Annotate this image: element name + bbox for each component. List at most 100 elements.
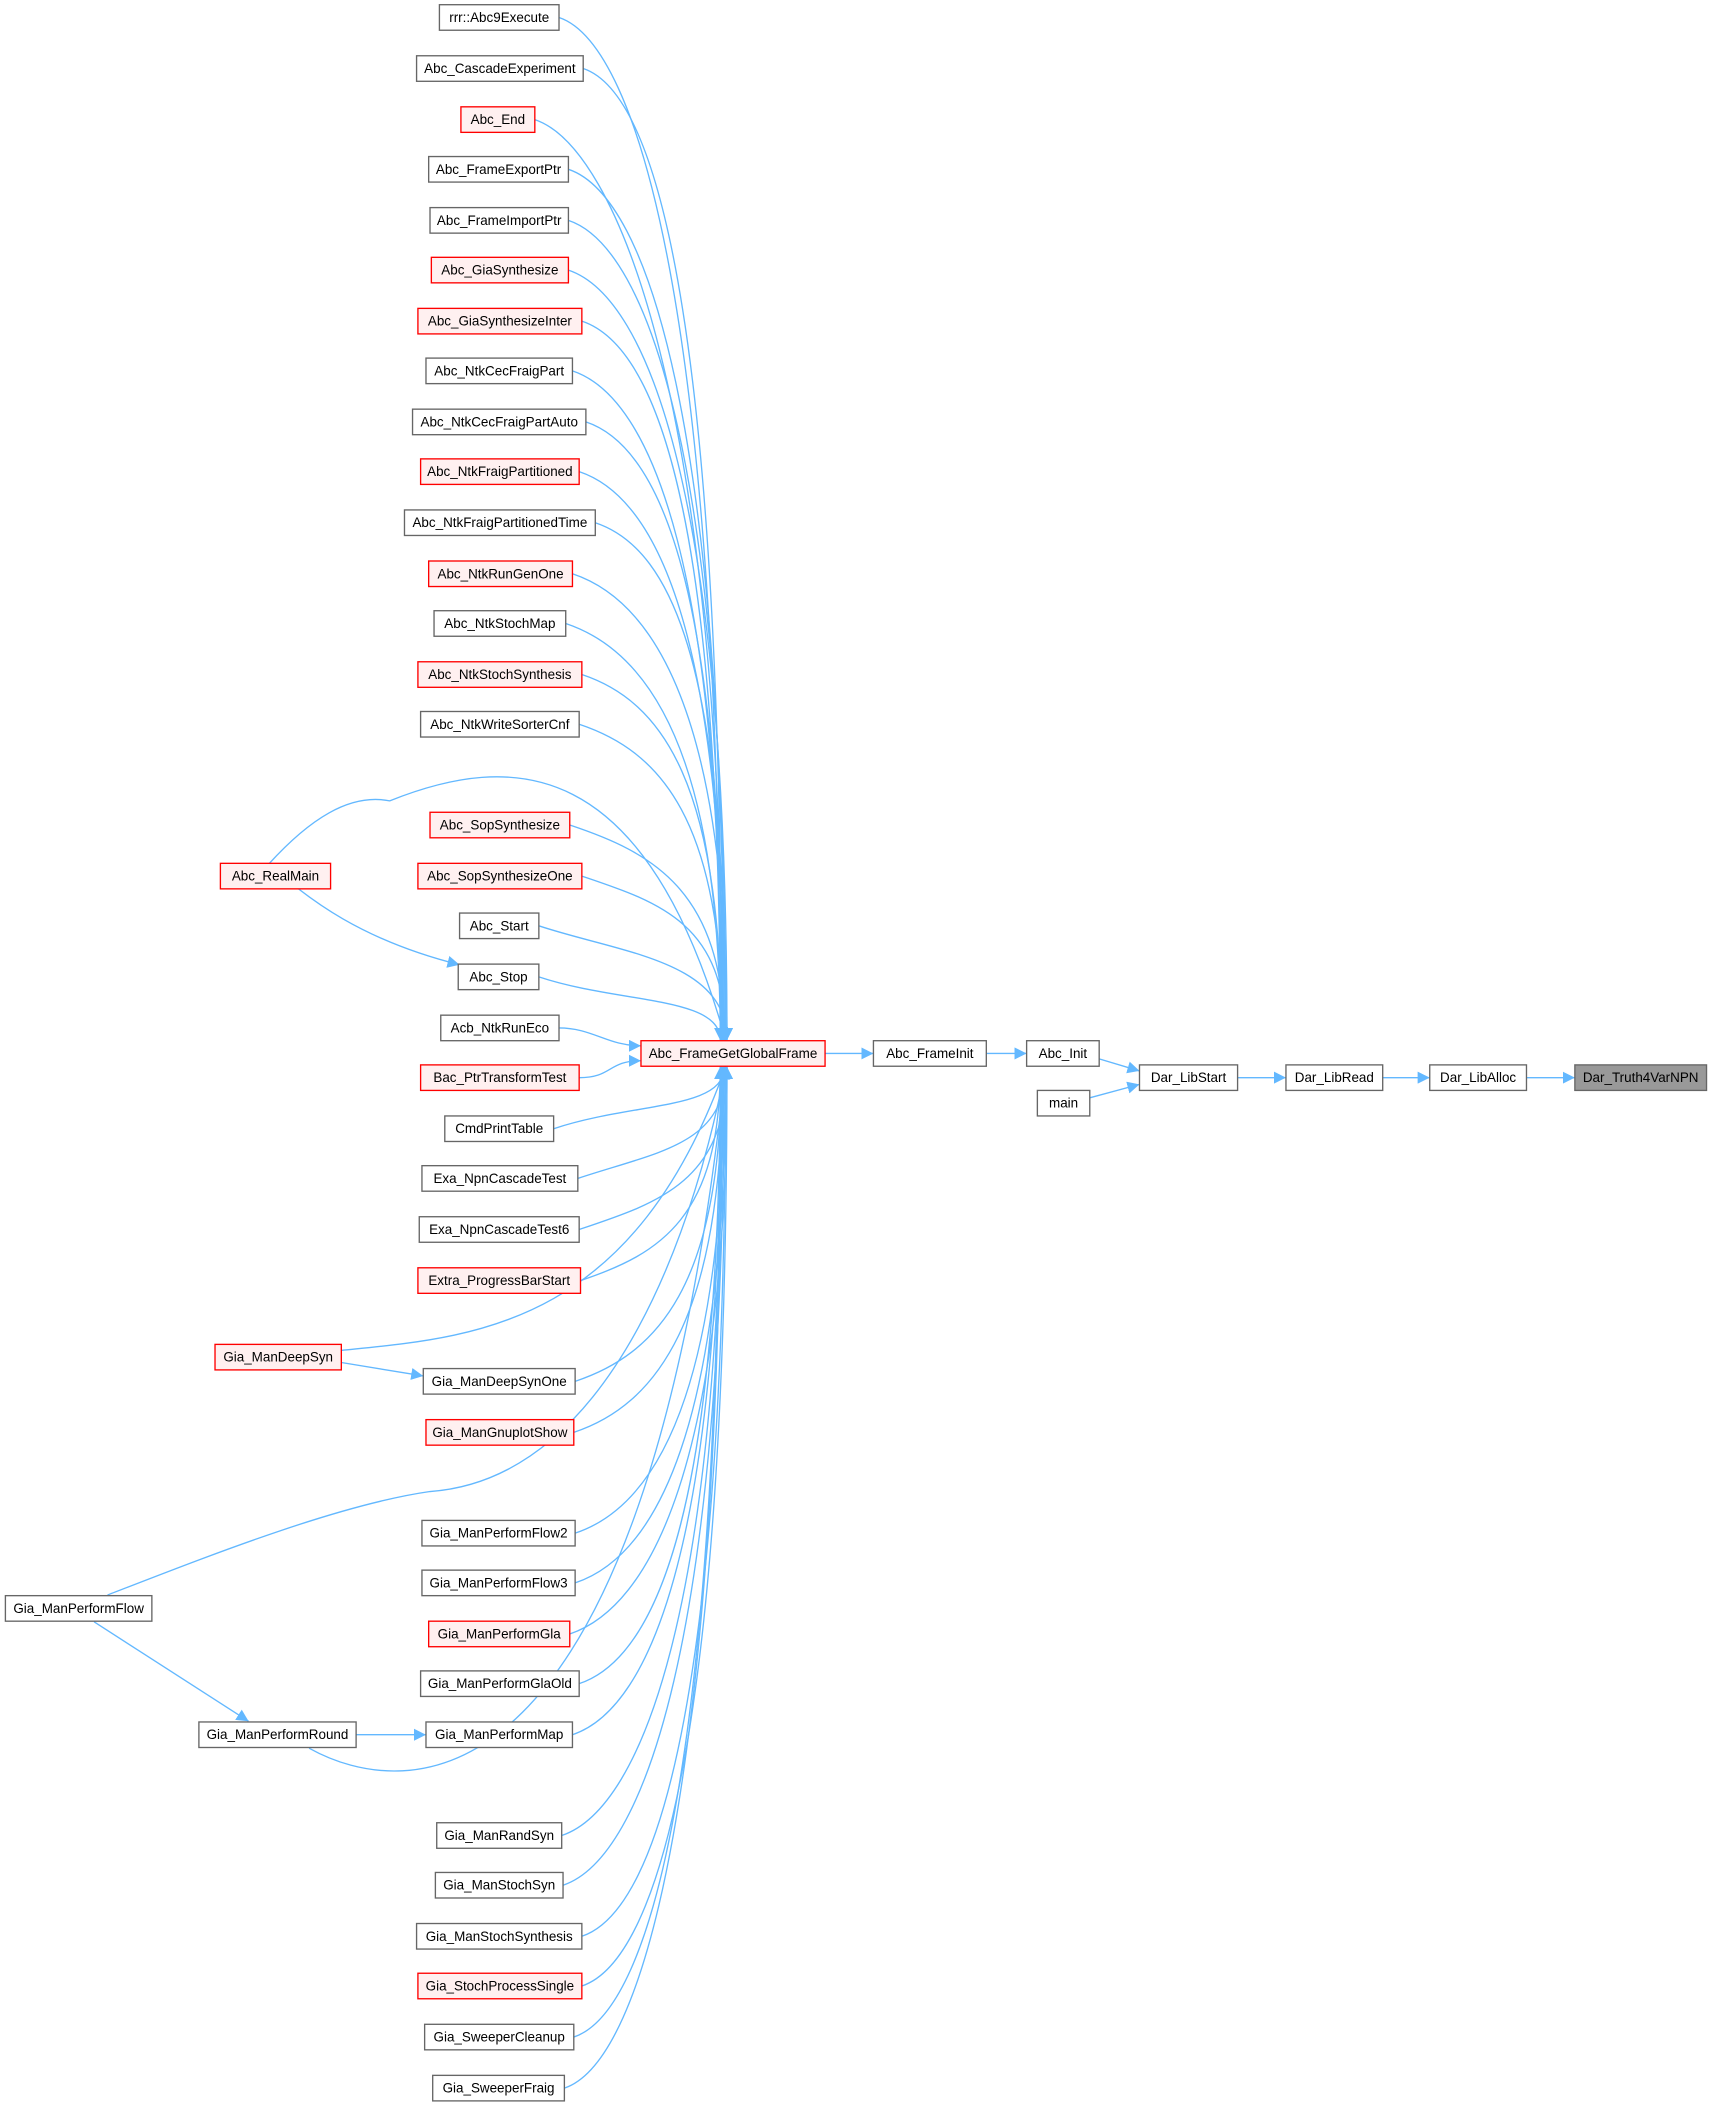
edge-to-hub <box>574 1066 731 1534</box>
node-box <box>419 1670 580 1698</box>
edge-to-hub <box>572 573 734 1041</box>
node-abc-init[interactable]: Abc_Init <box>1025 1040 1100 1067</box>
node-abc-sopsynthesize[interactable]: Abc_SopSynthesize <box>429 811 571 839</box>
edge-to-hub <box>569 1066 734 1635</box>
node-box <box>417 307 583 335</box>
node-gia-manperformglaold[interactable]: Gia_ManPerformGlaOld <box>419 1670 580 1698</box>
node-label: Gia_ManStochSynthesis <box>426 1929 573 1944</box>
node-abc-cascadeexperiment[interactable]: Abc_CascadeExperiment <box>415 55 584 82</box>
edges <box>93 16 1575 2089</box>
node-extra-progressbarstart[interactable]: Extra_ProgressBarStart <box>417 1267 582 1294</box>
node-box <box>458 912 540 940</box>
node-box <box>419 1064 580 1092</box>
node-label: Abc_End <box>471 112 525 127</box>
node-rrr-abc9execute[interactable]: rrr::Abc9Execute <box>438 4 560 31</box>
node-gia-mandeepsynone[interactable]: Gia_ManDeepSynOne <box>422 1367 576 1395</box>
node-gia-manperformround[interactable]: Gia_ManPerformRound <box>198 1721 357 1749</box>
node-box <box>198 1721 357 1749</box>
node-gia-manperformmap[interactable]: Gia_ManPerformMap <box>425 1721 574 1749</box>
node-exa-npncascadetest[interactable]: Exa_NpnCascadeTest <box>421 1164 579 1192</box>
node-box <box>219 862 332 890</box>
node-cmdprinttable[interactable]: CmdPrintTable <box>444 1115 555 1143</box>
node-gia-mangnuplotshow[interactable]: Gia_ManGnuplotShow <box>425 1418 575 1446</box>
node-box <box>434 1871 564 1899</box>
node-abc-ntkfraigpartitioned[interactable]: Abc_NtkFraigPartitioned <box>419 458 580 486</box>
node-box <box>214 1343 342 1371</box>
edge-to-hub <box>578 723 729 1041</box>
edge-to-hub <box>573 1066 727 2038</box>
node-label: Dar_LibStart <box>1151 1070 1227 1085</box>
node-abc-end[interactable]: Abc_End <box>460 106 536 134</box>
node-box <box>415 1922 583 1950</box>
node-box <box>1036 1089 1091 1117</box>
node-exa-npncascadetest6[interactable]: Exa_NpnCascadeTest6 <box>418 1216 580 1243</box>
node-box <box>418 1216 580 1243</box>
node-dar-libstart[interactable]: Dar_LibStart <box>1138 1064 1239 1092</box>
node-label: Gia_SweeperCleanup <box>434 2030 565 2045</box>
node-gia-manstochsyn[interactable]: Gia_ManStochSyn <box>434 1871 564 1899</box>
node-main[interactable]: main <box>1036 1089 1091 1117</box>
node-label: Abc_SopSynthesizeOne <box>427 869 573 884</box>
node-abc-framegetglobalframe[interactable]: Abc_FrameGetGlobalFrame <box>640 1040 826 1067</box>
node-abc-giasynthesizeinter[interactable]: Abc_GiaSynthesizeInter <box>417 307 583 335</box>
node-abc-ntkcecfraigpartauto[interactable]: Abc_NtkCecFraigPartAuto <box>411 408 587 436</box>
node-label: Abc_NtkCecFraigPart <box>434 363 564 378</box>
edge-to-hub <box>581 1066 732 1937</box>
node-label: Dar_Truth4VarNPN <box>1583 1070 1699 1085</box>
node-bac-ptrtransformtest[interactable]: Bac_PtrTransformTest <box>419 1064 580 1092</box>
node-abc-ntkrungenone[interactable]: Abc_NtkRunGenOne <box>427 560 574 588</box>
edge-main-dstart <box>1089 1081 1140 1099</box>
edge-pflow-pround <box>93 1621 249 1722</box>
edge-to-hub <box>534 118 729 1041</box>
node-gia-manperformflow3[interactable]: Gia_ManPerformFlow3 <box>421 1569 576 1597</box>
node-gia-manperformgla[interactable]: Gia_ManPerformGla <box>427 1620 571 1648</box>
node-label: Extra_ProgressBarStart <box>428 1273 570 1288</box>
node-gia-manperformflow2[interactable]: Gia_ManPerformFlow2 <box>421 1519 576 1547</box>
node-abc-stop[interactable]: Abc_Stop <box>457 963 540 991</box>
node-abc-ntkcecfraigpart[interactable]: Abc_NtkCecFraigPart <box>425 357 574 385</box>
node-abc-ntkstochmap[interactable]: Abc_NtkStochMap <box>433 610 567 637</box>
node-box <box>438 4 560 31</box>
node-box <box>425 1721 574 1749</box>
node-box <box>425 357 574 385</box>
node-label: Abc_FrameImportPtr <box>437 213 562 228</box>
node-dar-liballoc[interactable]: Dar_LibAlloc <box>1429 1064 1528 1092</box>
node-abc-sopsynthesizeone[interactable]: Abc_SopSynthesizeOne <box>417 862 583 890</box>
node-abc-giasynthesize[interactable]: Abc_GiaSynthesize <box>430 256 570 284</box>
edge-to-hub <box>559 1027 641 1052</box>
edge-pflow-hub <box>107 1066 730 1596</box>
node-abc-frameexportptr[interactable]: Abc_FrameExportPtr <box>427 155 570 183</box>
node-label: Gia_StochProcessSingle <box>426 1979 574 1994</box>
edge-deepsyn-deepsynone <box>341 1361 424 1380</box>
node-abc-ntkstochsynthesis[interactable]: Abc_NtkStochSynthesis <box>417 661 583 688</box>
edge-to-hub <box>595 522 732 1041</box>
node-box <box>444 1115 555 1143</box>
node-box <box>422 1367 576 1395</box>
node-box <box>421 1569 576 1597</box>
node-acb-ntkruneco[interactable]: Acb_NtkRunEco <box>440 1014 560 1042</box>
node-abc-ntkfraigpartitionedtime[interactable]: Abc_NtkFraigPartitionedTime <box>403 509 596 537</box>
node-abc-ntkwritesortercnf[interactable]: Abc_NtkWriteSorterCnf <box>419 710 580 738</box>
node-gia-manrandsyn[interactable]: Gia_ManRandSyn <box>436 1822 563 1849</box>
node-label: Abc_NtkWriteSorterCnf <box>430 717 570 732</box>
node-box <box>415 55 584 82</box>
node-gia-manperformflow[interactable]: Gia_ManPerformFlow <box>4 1594 153 1622</box>
node-box <box>425 1418 575 1446</box>
node-gia-sweeperfraig[interactable]: Gia_SweeperFraig <box>432 2074 566 2102</box>
node-abc-frameimportptr[interactable]: Abc_FrameImportPtr <box>429 206 570 234</box>
node-gia-stochprocesssingle[interactable]: Gia_StochProcessSingle <box>417 1972 583 2000</box>
node-abc-start[interactable]: Abc_Start <box>458 912 540 940</box>
node-box <box>427 155 570 183</box>
node-abc-frameinit[interactable]: Abc_FrameInit <box>872 1040 987 1067</box>
node-gia-mandeepsyn[interactable]: Gia_ManDeepSyn <box>214 1343 342 1371</box>
node-box <box>1429 1064 1528 1092</box>
node-box <box>429 206 570 234</box>
node-gia-sweepercleanup[interactable]: Gia_SweeperCleanup <box>423 2023 575 2051</box>
node-label: Gia_ManPerformFlow2 <box>430 1526 568 1541</box>
node-dar-libread[interactable]: Dar_LibRead <box>1285 1064 1384 1092</box>
node-gia-manstochsynthesis[interactable]: Gia_ManStochSynthesis <box>415 1922 583 1950</box>
node-box <box>419 710 580 738</box>
node-abc-realmain[interactable]: Abc_RealMain <box>219 862 332 890</box>
node-box <box>432 2074 566 2102</box>
node-label: Abc_NtkRunGenOne <box>438 566 564 581</box>
